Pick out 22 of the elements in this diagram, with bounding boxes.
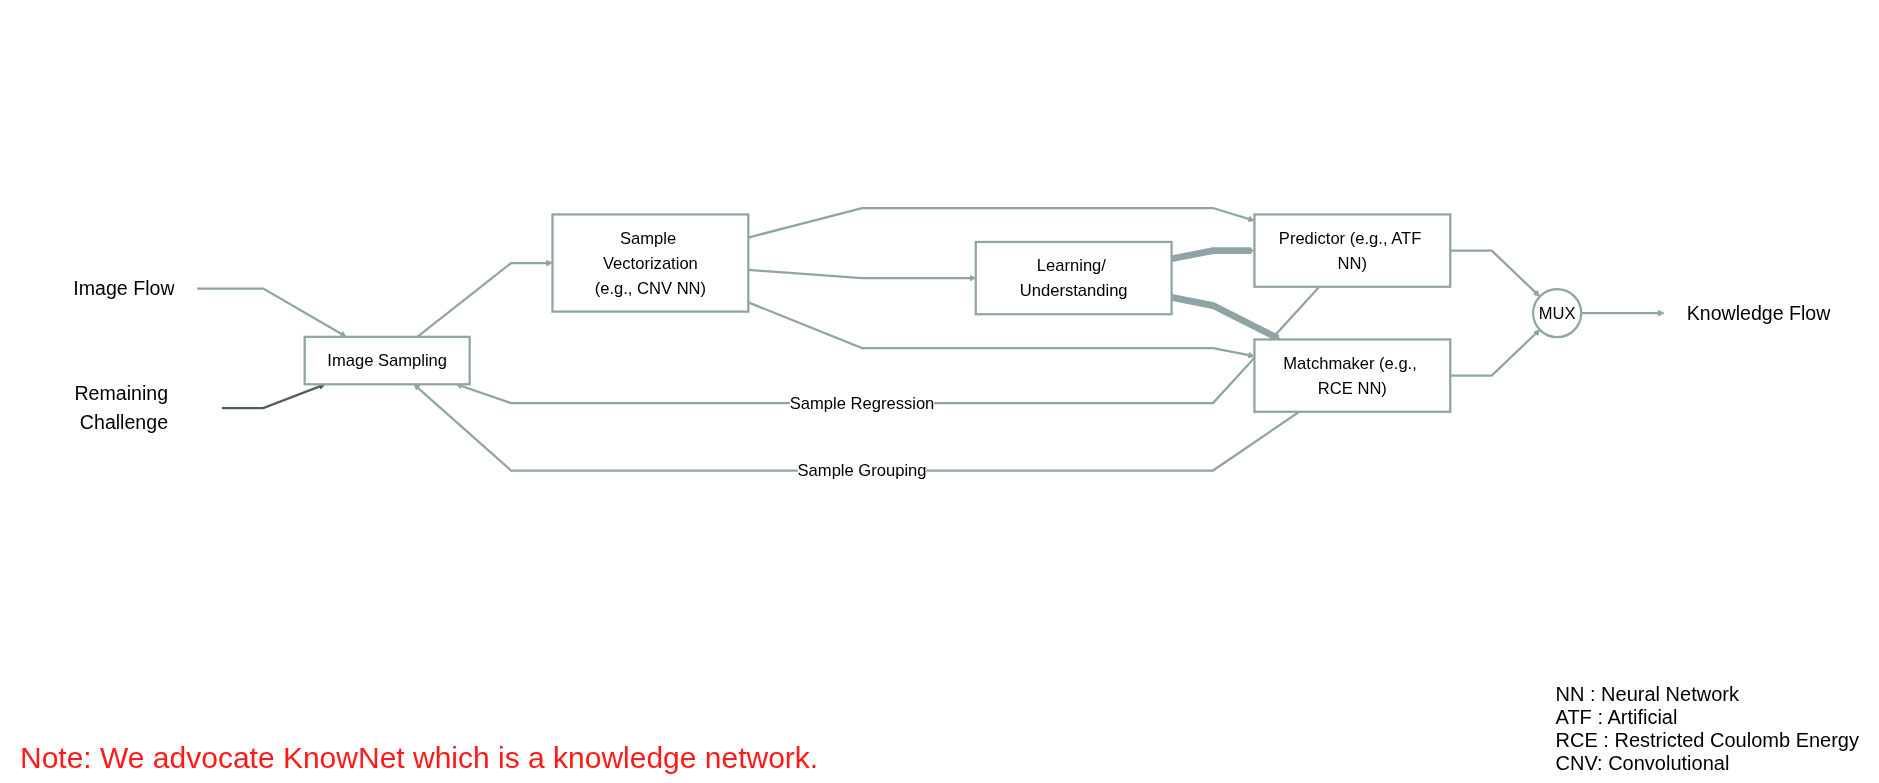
node-text: Knowledge Flow	[1686, 301, 1831, 325]
arrow	[748, 206, 1255, 239]
abbreviation-definition: CNV: Convolutional	[1555, 752, 1731, 775]
arrow	[413, 384, 1300, 472]
abbreviation-definition: NN : Neural Network	[1555, 683, 1740, 706]
edge-label: Sample Regression	[789, 393, 935, 413]
note-text: Note: We advocate KnowNet which is a knowledge network.	[20, 741, 819, 775]
arrow	[1450, 249, 1541, 297]
abbreviation-definition: RCE : Restricted Coulomb Energy	[1555, 729, 1859, 752]
arrow	[1581, 309, 1665, 317]
abbreviation-definition: ATF : Artificial	[1555, 706, 1679, 729]
node-text: Image Flow	[73, 276, 175, 300]
edge-label: Sample Grouping	[797, 461, 927, 480]
arrow	[1450, 329, 1541, 377]
node-circle: MUX	[1532, 287, 1583, 339]
node-box: Image Sampling	[303, 335, 471, 386]
node-text: Remaining Challenge	[74, 381, 169, 434]
node-box: Sample Vectorization (e.g., CNV NN)	[551, 213, 750, 313]
node-box: Predictor (e.g., ATF NN)	[1253, 213, 1452, 288]
arrow	[455, 286, 1321, 405]
node-box: Matchmaker (e.g., RCE NN)	[1253, 338, 1452, 413]
node-box: Learning/ Understanding	[974, 240, 1173, 316]
